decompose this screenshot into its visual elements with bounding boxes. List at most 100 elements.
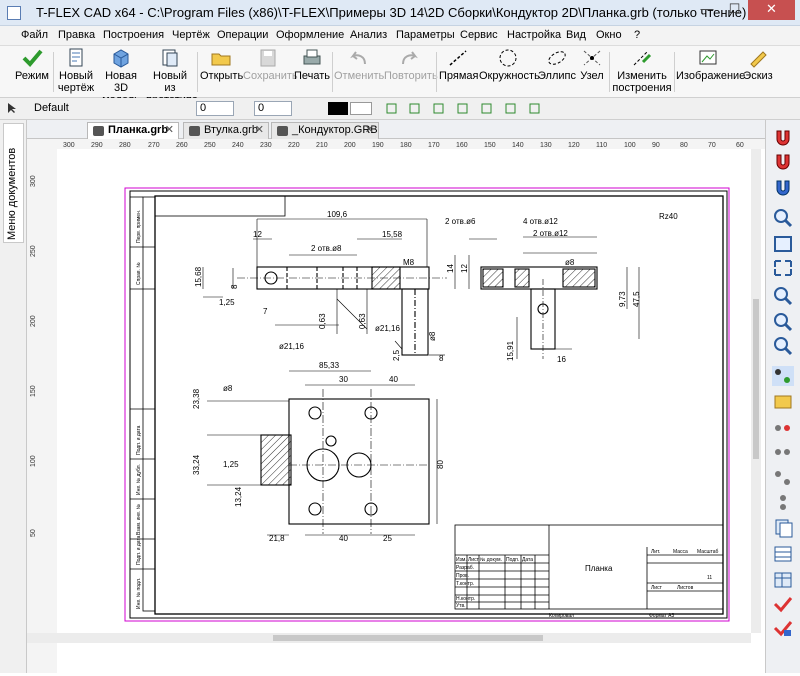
ruler-tick: 160 [456, 142, 468, 149]
top-view [237, 266, 447, 356]
tab-konduktor[interactable]: _Кондуктор.GRB✕ [271, 122, 379, 139]
tab-planka[interactable]: Планка.grb✕ [87, 122, 179, 139]
layer-field[interactable]: 0 [254, 101, 292, 116]
menu-drawing[interactable]: Чертёж [172, 29, 210, 41]
dim-label: ø21,16 [375, 324, 400, 333]
ruler-tick: 190 [372, 142, 384, 149]
menu-help[interactable]: ? [634, 29, 641, 41]
color-swatch[interactable] [328, 102, 348, 115]
menu-view[interactable]: Вид [566, 29, 586, 41]
menu-constructions[interactable]: Построения [103, 29, 165, 41]
table-icon[interactable] [772, 570, 794, 590]
document-menu-label: Меню документов [6, 147, 18, 240]
level-field[interactable]: 0 [196, 101, 234, 116]
ruler-tick: 70 [708, 142, 716, 149]
document-menu-tab[interactable]: Меню документов [3, 123, 24, 243]
circle-button[interactable]: Окружность [479, 48, 540, 96]
maximize-button[interactable]: ☐ [728, 1, 741, 16]
node-button[interactable]: Узел [578, 48, 606, 96]
new-drawing-button[interactable]: Новый чертёж [56, 48, 96, 96]
top-stamp [154, 195, 286, 217]
drawing-canvas[interactable]: 300 290 280 270 260 250 240 230 220 210 … [27, 139, 765, 673]
image-button[interactable]: Изображение [676, 48, 745, 96]
ruler-tick: 60 [736, 142, 744, 149]
tb-lit: Лит. [651, 549, 660, 555]
menu-file[interactable]: Файл [21, 29, 49, 41]
left-panel: Меню документов [0, 120, 27, 673]
check-icon[interactable] [772, 594, 794, 614]
style-label[interactable]: Default [34, 102, 69, 114]
tb-sheet: Лист [651, 585, 663, 591]
zoom-in-icon[interactable] [772, 286, 794, 306]
layers-icon[interactable] [772, 392, 794, 412]
fit-icon[interactable] [772, 258, 794, 278]
mode-button[interactable]: Режим [12, 48, 52, 96]
menu-bar: Файл Правка Построения Чертёж Операции О… [0, 26, 800, 46]
new-3d-model-button[interactable]: Новая 3D модель [98, 48, 144, 106]
node-icon [583, 50, 601, 66]
line-button[interactable]: Прямая [439, 48, 479, 96]
minimize-button[interactable]: — [700, 1, 714, 16]
menu-window[interactable]: Окно [596, 29, 622, 41]
tab-close-icon[interactable]: ✕ [164, 124, 174, 136]
points-icon[interactable] [772, 442, 794, 462]
sketch-button[interactable]: Эскиз [741, 48, 775, 96]
zoom-window-icon[interactable] [772, 234, 794, 254]
tb-scale: Масштаб [697, 549, 719, 555]
tab-close-icon[interactable]: ✕ [364, 124, 374, 136]
vertical-scroll-thumb[interactable] [753, 299, 759, 459]
edit-constructions-button[interactable]: Изменить построения [612, 48, 672, 96]
ellipse-button[interactable]: Эллипс [538, 48, 576, 96]
menu-operations[interactable]: Операции [217, 29, 269, 41]
new-from-prototype-button[interactable]: Новый из прототипа [146, 48, 198, 106]
menu-edit[interactable]: Правка [58, 29, 96, 41]
magnet-icon[interactable] [772, 128, 794, 148]
sketch-icon [750, 51, 767, 68]
open-button[interactable]: Открыть [200, 48, 243, 96]
dim-label: 16 [557, 355, 566, 364]
menu-settings[interactable]: Настройка [507, 29, 562, 41]
separator [609, 52, 610, 92]
magnet-icon[interactable] [772, 178, 794, 198]
main-toolbar: Режим Новый чертёж Новая 3D модель Новый… [0, 46, 800, 106]
ruler-tick: 50 [30, 529, 37, 537]
ruler-tick: 280 [119, 142, 131, 149]
ruler-tick: 170 [428, 142, 440, 149]
print-button[interactable]: Печать [294, 48, 330, 96]
nodes-icon[interactable] [772, 366, 794, 386]
dim-label: 25 [383, 534, 392, 543]
dim-label: 33,24 [192, 454, 201, 475]
points-icon[interactable] [772, 468, 794, 488]
zoom-out-icon[interactable] [772, 312, 794, 332]
points-icon[interactable] [772, 492, 794, 512]
side-label: Справ. № [136, 262, 142, 285]
redo-button[interactable]: Повторить [384, 48, 438, 96]
tb-cell: Подп. [506, 557, 519, 563]
zoom-icon[interactable] [772, 208, 794, 228]
points-icon[interactable] [772, 418, 794, 438]
dim-label: 15,58 [382, 230, 403, 239]
grid-icon[interactable] [772, 544, 794, 564]
tab-vtulka[interactable]: Втулка.grb✕ [183, 122, 269, 139]
side-section [480, 266, 598, 359]
line-type-selector[interactable] [350, 102, 372, 115]
menu-analysis[interactable]: Анализ [350, 29, 388, 41]
zoom-previous-icon[interactable] [772, 336, 794, 356]
menu-parameters[interactable]: Параметры [396, 29, 455, 41]
magnet-icon[interactable] [772, 152, 794, 172]
tab-close-icon[interactable]: ✕ [254, 124, 264, 136]
save-button[interactable]: Сохранить [243, 48, 298, 96]
side-label: Инв. № подл. [136, 578, 142, 609]
snap-toolbar[interactable] [384, 102, 564, 115]
horizontal-scroll-thumb[interactable] [273, 635, 543, 641]
dim-label: 8 [230, 284, 239, 289]
verify-icon[interactable] [772, 618, 794, 638]
close-button[interactable]: ✕ [748, 0, 795, 20]
undo-button[interactable]: Отменить [334, 48, 384, 96]
dim-label: ø8 [428, 331, 437, 341]
pages-icon[interactable] [772, 518, 794, 538]
menu-design[interactable]: Оформление [276, 29, 345, 41]
prototype-icon [162, 49, 178, 67]
tb-sheet-num: 11 [707, 575, 712, 581]
menu-service[interactable]: Сервис [460, 29, 498, 41]
